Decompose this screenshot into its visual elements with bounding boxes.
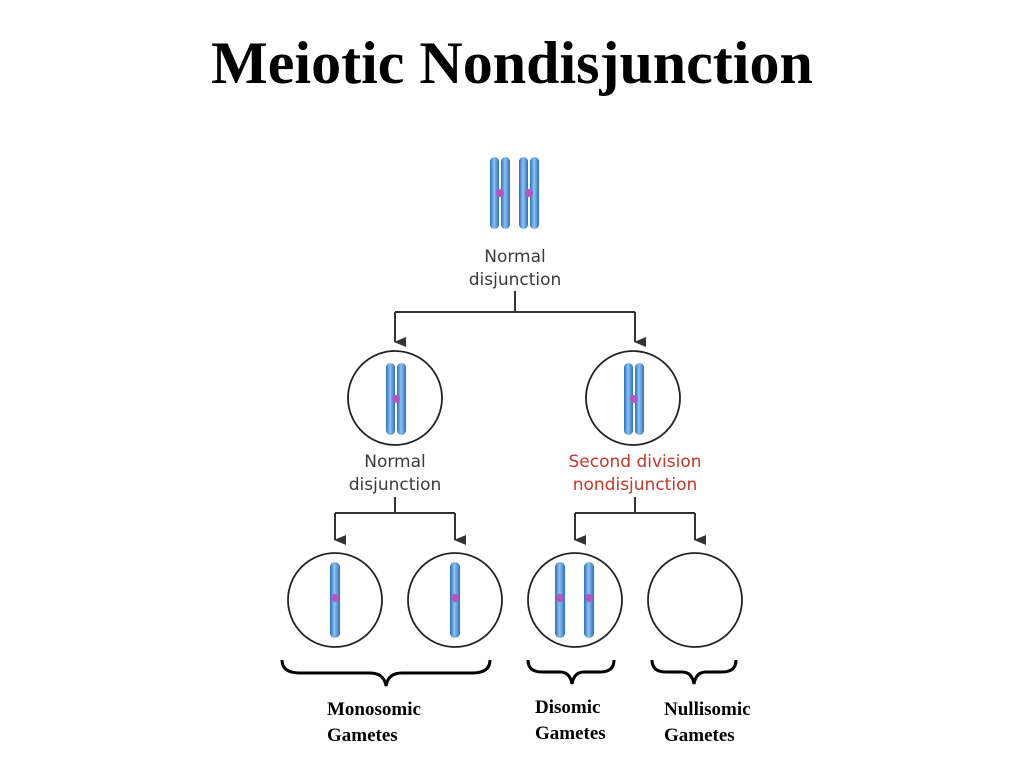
label-nullisomic-gametes: Nullisomic Gametes (664, 699, 751, 746)
label-second-division-nondisjunction: Second division nondisjunction (568, 452, 702, 495)
brace-nullisomic (650, 659, 738, 685)
gamete-cell-3 (527, 552, 623, 648)
second-division-arrows-left (334, 497, 466, 545)
gamete-cell-1 (287, 552, 383, 648)
gamete-cell-2 (407, 552, 503, 648)
slide-title: Meiotic Nondisjunction (211, 30, 813, 96)
brace-disomic (526, 659, 616, 685)
label-disomic-gametes: Disomic Gametes (535, 697, 606, 744)
parent-chromosome-pair-right (519, 157, 539, 229)
second-division-arrows-right (574, 497, 706, 545)
parent-chromosome-pair-left (490, 157, 510, 229)
gamete-cell-4 (647, 552, 743, 648)
label-monosomic-gametes: Monosomic Gametes (327, 699, 421, 746)
label-normal-disjunction-top: Normal disjunction (468, 247, 562, 290)
first-division-arrows (394, 291, 646, 347)
daughter-cell-left (347, 350, 443, 446)
brace-monosomic (280, 659, 492, 687)
daughter-cell-right (585, 350, 681, 446)
label-normal-disjunction-left: Normal disjunction (348, 452, 442, 495)
